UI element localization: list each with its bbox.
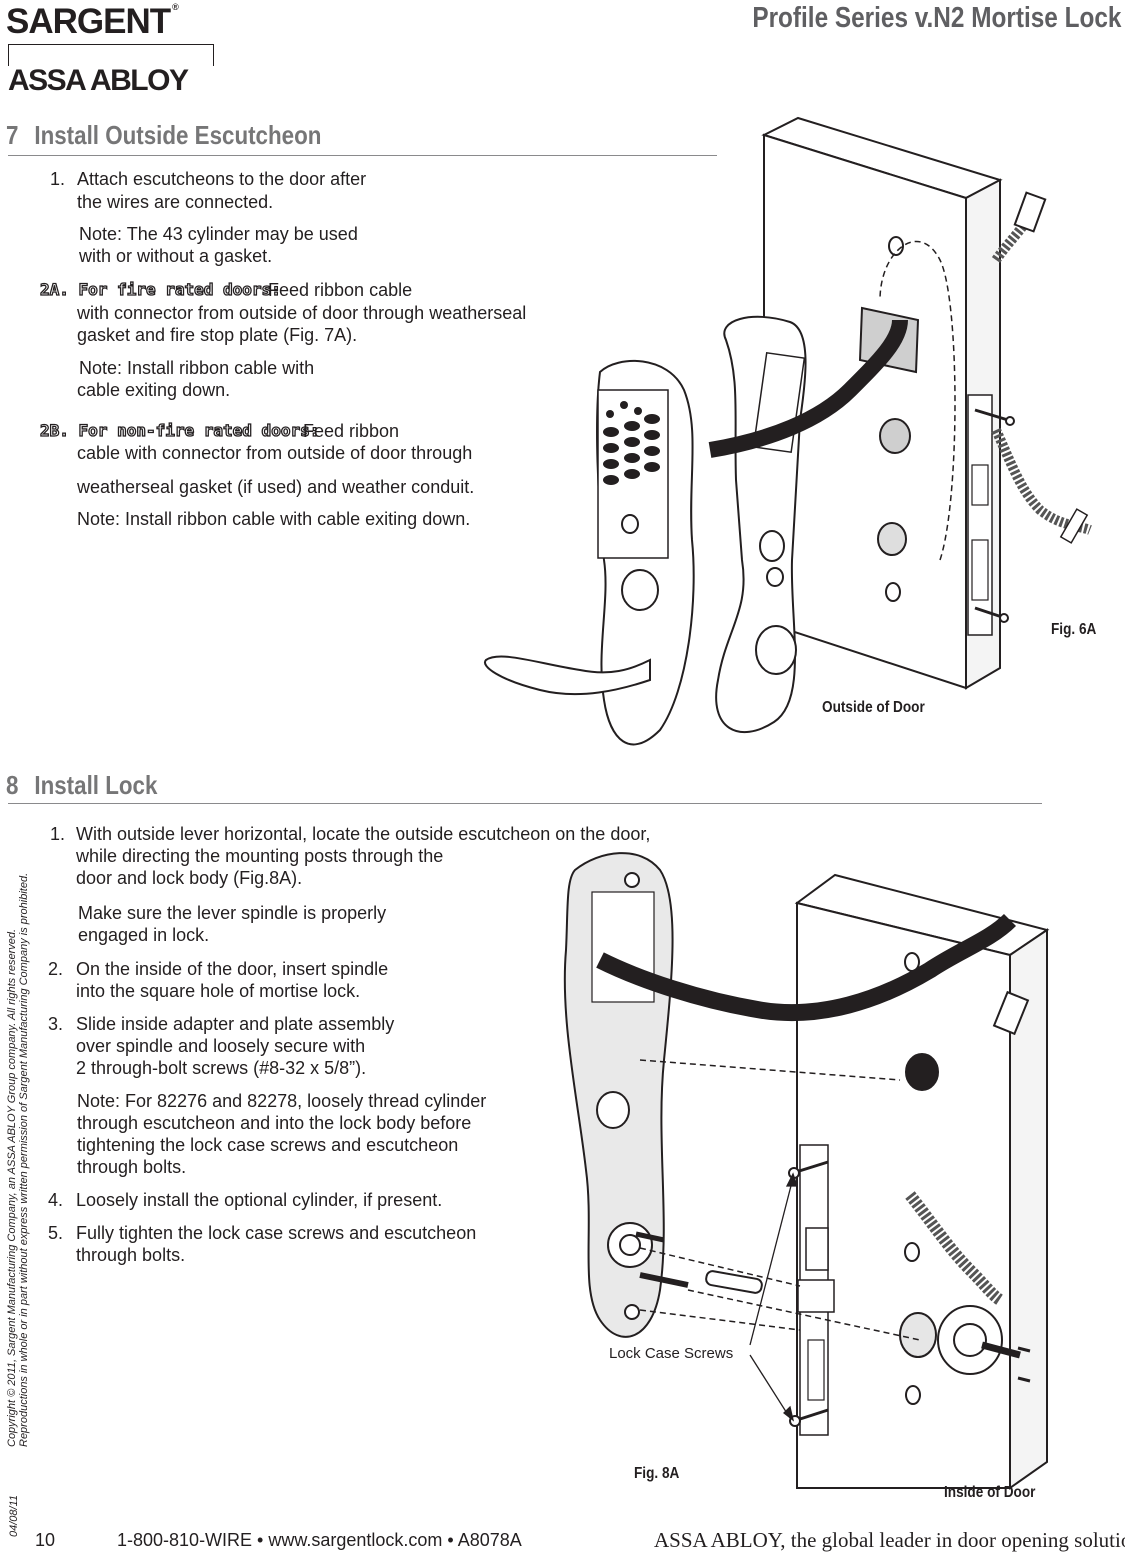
s8-step-3-line2: over spindle and loosely secure with xyxy=(76,1036,366,1056)
s8-step-5-line1: Fully tighten the lock case screws and e… xyxy=(76,1223,477,1243)
s8-step-3-number: 3. xyxy=(48,1014,64,1034)
note-2b: Note: Install ribbon cable with cable ex… xyxy=(77,509,471,529)
step-2a-text-line1: Feed ribbon cable xyxy=(268,280,413,300)
footer-slogan: ASSA ABLOY, the global leader in door op… xyxy=(654,1528,1125,1552)
figure-6a-caption: Fig. 6A xyxy=(1051,621,1097,638)
page-number: 10 xyxy=(35,1530,56,1550)
copyright-notice: Copyright © 2011, Sargent Manufacturing … xyxy=(6,872,30,1447)
document-date: 04/08/11 xyxy=(8,1494,20,1537)
note-2a-line1: Note: Install ribbon cable with xyxy=(79,358,315,378)
assa-abloy-logo: ASSA ABLOY xyxy=(8,64,189,97)
note-1-line2: with or without a gasket. xyxy=(79,246,273,266)
s8-note-1-line1: Make sure the lever spindle is properly xyxy=(78,903,387,923)
step-2a-text-line2: with connector from outside of door thro… xyxy=(77,303,527,323)
s8-step-4-number: 4. xyxy=(48,1190,64,1210)
sargent-logo: SARGENT® xyxy=(6,2,179,41)
step-1-text-line1: Attach escutcheons to the door after xyxy=(77,169,367,189)
s8-note-3-line2: through escutcheon and into the lock bod… xyxy=(77,1113,472,1133)
figure-6a-illustration xyxy=(483,116,1092,746)
step-2b-text-line3: weatherseal gasket (if used) and weather… xyxy=(77,477,475,497)
s8-step-3-line3: 2 through-bolt screws (#8-32 x 5/8”). xyxy=(76,1058,367,1078)
note-2a-line2: cable exiting down. xyxy=(77,380,231,400)
outside-of-door-label: Outside of Door xyxy=(822,699,925,716)
s8-step-2-line1: On the inside of the door, insert spindl… xyxy=(76,959,389,979)
step-1-number: 1. xyxy=(50,169,66,189)
lock-case-screws-callout: Lock Case Screws xyxy=(609,1345,734,1362)
step-2a-text-line3: gasket and fire stop plate (Fig. 7A). xyxy=(77,325,358,345)
section-8-rule xyxy=(8,803,1042,804)
step-2b-text-line1: Feed ribbon xyxy=(303,421,400,441)
s8-step-1-line1: With outside lever horizontal, locate th… xyxy=(76,824,651,844)
section-7-rule xyxy=(8,155,717,156)
s8-note-1-line2: engaged in lock. xyxy=(78,925,210,945)
inside-of-door-label: Inside of Door xyxy=(944,1484,1036,1501)
s8-step-2-line2: into the square hole of mortise lock. xyxy=(76,981,361,1001)
s8-step-2-number: 2. xyxy=(48,959,64,979)
s8-note-3-line1: Note: For 82276 and 82278, loosely threa… xyxy=(77,1091,487,1111)
s8-step-5-number: 5. xyxy=(48,1223,64,1243)
s8-step-3-line1: Slide inside adapter and plate assembly xyxy=(76,1014,395,1034)
step-2a-label: 2A. For fire rated doors: xyxy=(39,279,281,299)
step-2b-text-line2: cable with connector from outside of doo… xyxy=(77,443,473,463)
note-1-line1: Note: The 43 cylinder may be used xyxy=(79,224,358,244)
s8-step-1-number: 1. xyxy=(50,824,66,844)
s8-step-1-line2: while directing the mounting posts throu… xyxy=(76,846,444,866)
figure-8a-caption: Fig. 8A xyxy=(634,1465,680,1482)
step-2b-label: 2B. For non-fire rated doors: xyxy=(39,420,320,440)
footer-contact: 1-800-810-WIRE • www.sargentlock.com • A… xyxy=(117,1530,522,1550)
s8-note-3-line3: tightening the lock case screws and escu… xyxy=(77,1135,459,1155)
s8-note-3-line4: through bolts. xyxy=(77,1157,187,1177)
s8-step-4-line1: Loosely install the optional cylinder, i… xyxy=(76,1190,443,1210)
document-title: Profile Series v.N2 Mortise Lock xyxy=(751,2,1121,34)
s8-step-1-line3: door and lock body (Fig.8A). xyxy=(76,868,303,888)
step-1-text-line2: the wires are connected. xyxy=(77,192,274,212)
s8-step-5-line2: through bolts. xyxy=(76,1245,186,1265)
logo-bracket-line xyxy=(8,44,214,66)
